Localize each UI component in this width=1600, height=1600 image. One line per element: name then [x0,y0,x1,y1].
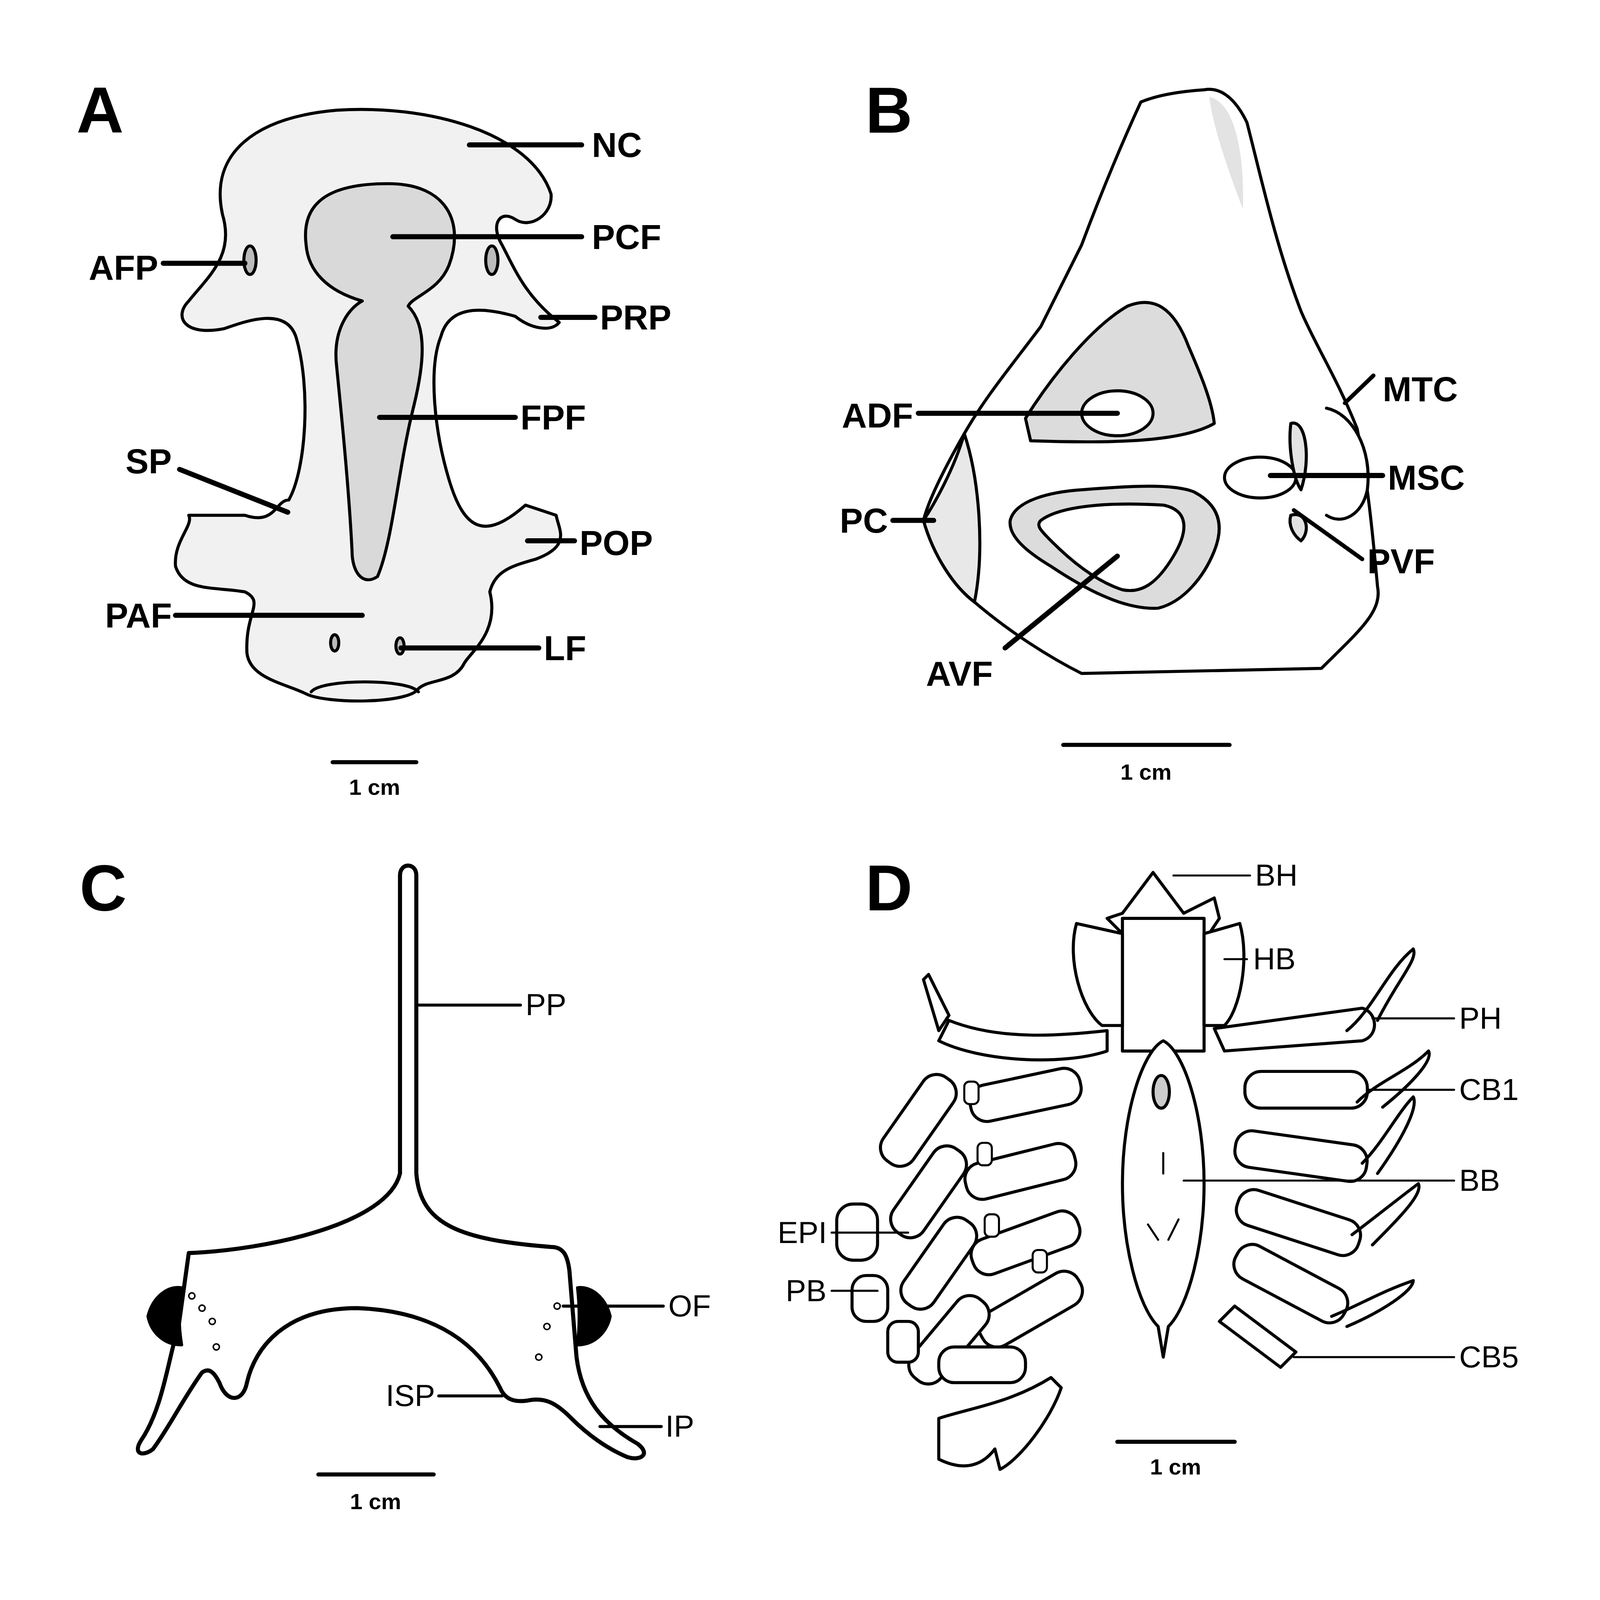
part-label: PCF [591,219,661,255]
part-label: NC [591,127,642,163]
part-label: HB [1252,943,1296,975]
part-label: PC [839,503,889,538]
part-label: MTC [1382,371,1458,406]
part-label: PH [1459,1003,1502,1034]
part-label: PAF [105,598,173,633]
part-label: PRP [600,300,672,335]
scale-label: 1 cm [1149,1456,1201,1479]
part-label: SP [125,443,172,479]
panel-letter: D [865,854,913,921]
part-label: OF [668,1290,712,1322]
part-label: PB [785,1275,827,1307]
panel-letter: B [865,77,913,144]
part-label: LF [543,630,587,666]
scale-label: 1 cm [349,776,400,799]
part-label: MSC [1387,460,1465,495]
scale-label: 1 cm [1120,761,1172,784]
part-label: ISP [385,1380,436,1412]
part-label: CB1 [1459,1074,1519,1106]
part-label: EPI [777,1217,828,1249]
panel-letter: C [79,854,127,921]
part-label: PP [525,989,567,1021]
part-label: ADF [841,398,914,433]
scale-label: 1 cm [349,1490,401,1514]
part-label: CB5 [1459,1341,1519,1373]
part-label: BH [1254,860,1298,891]
panel-letter: A [76,77,124,144]
part-label: PVF [1367,543,1435,579]
part-label: AFP [88,249,159,285]
part-label: POP [579,525,653,561]
part-label: BB [1459,1165,1501,1197]
part-label: FPF [520,400,586,435]
part-label: AVF [925,656,993,691]
part-label: IP [665,1411,695,1442]
